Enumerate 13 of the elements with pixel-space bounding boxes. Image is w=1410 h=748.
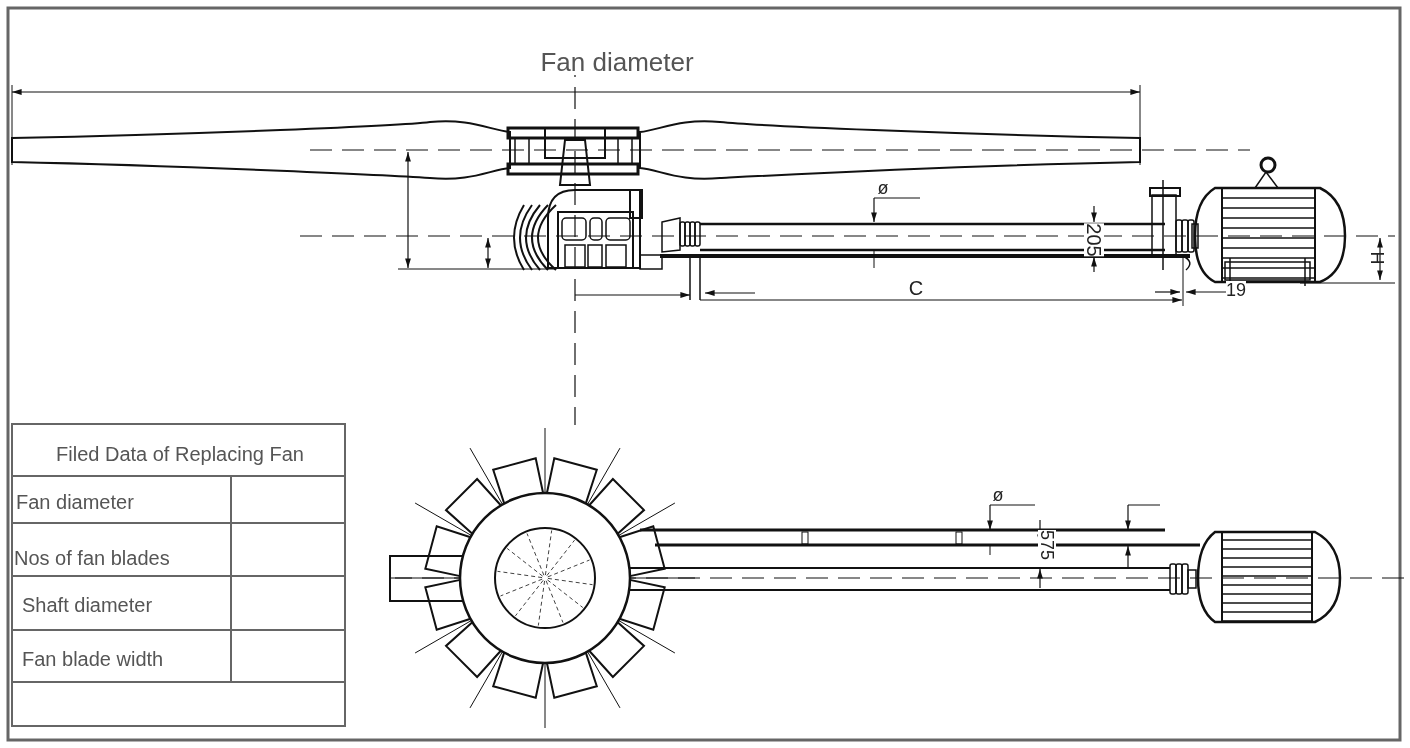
dimension-label: Fan diameter bbox=[540, 49, 694, 75]
diameter-symbol: ø bbox=[877, 179, 889, 197]
table-row-label: Fan diameter bbox=[16, 492, 134, 512]
dimension-label: 19 bbox=[1226, 281, 1246, 299]
dimension-label: H bbox=[1368, 251, 1386, 265]
table-row-label: Shaft diameter bbox=[22, 595, 153, 615]
diameter-symbol: ø bbox=[992, 486, 1004, 504]
dimension-label: 205 bbox=[1084, 223, 1104, 257]
table-heading: Filed Data of Replacing Fan bbox=[56, 444, 304, 464]
dimension-label: 575 bbox=[1038, 530, 1056, 560]
dimension-label: C bbox=[908, 278, 924, 298]
table-row-label: Fan blade width bbox=[22, 649, 164, 669]
table-row-label: Nos of fan blades bbox=[14, 548, 170, 568]
